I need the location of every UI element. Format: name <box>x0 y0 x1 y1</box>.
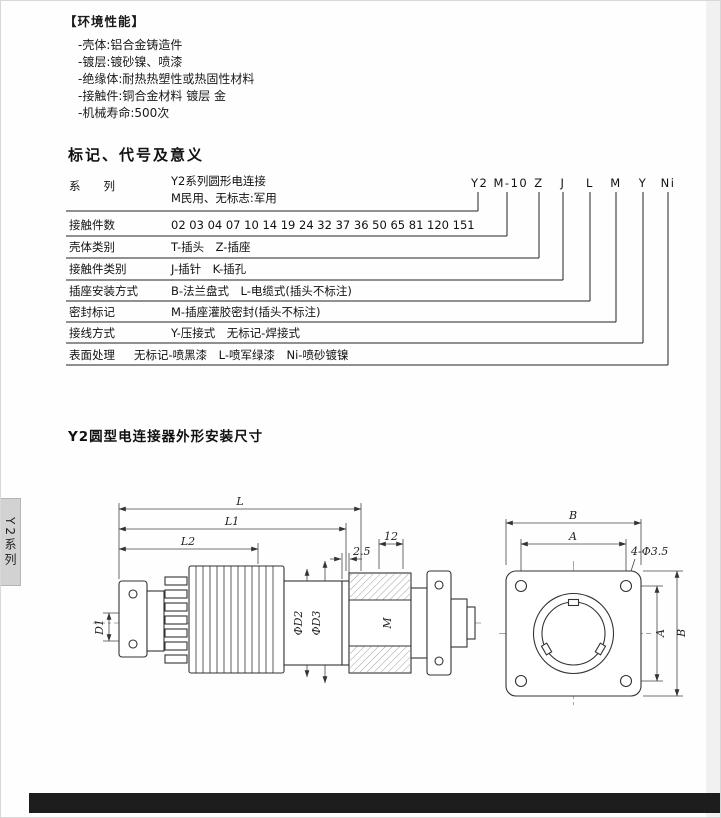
part-code-shell: Z <box>534 176 543 190</box>
bayonet-lug <box>540 642 553 656</box>
barrel-ribs <box>195 566 274 673</box>
dim-label-A-side: A <box>654 629 667 638</box>
environment-list: -壳体:铝合金铸造件 -镀层:镀砂镍、喷漆 -绝缘体:耐热热塑性或热固性材料 -… <box>78 37 254 122</box>
mount-hole <box>619 674 633 688</box>
dim-label-D3: ΦD3 <box>310 611 323 636</box>
series-side-tab: Y2系列 <box>1 498 21 586</box>
mount-hole <box>514 579 528 593</box>
page-edge-strip <box>706 1 720 817</box>
dim-label-B-side: B <box>675 629 688 638</box>
dim-label-L2: L2 <box>180 535 195 548</box>
env-item: -绝缘体:耐热热塑性或热固性材料 <box>78 72 255 86</box>
part-code-finish: Ni <box>661 176 676 190</box>
bayonet-lug <box>594 642 607 656</box>
gasket <box>341 580 350 666</box>
cable-neck <box>146 590 165 652</box>
marking-section-title: 标记、代号及意义 <box>68 146 205 164</box>
dim-label-D1: D1 <box>93 619 106 636</box>
row-content: Y-压接式 无标记-焊接式 <box>170 326 300 340</box>
env-item: -镀层:镀砂镍、喷漆 <box>78 55 183 69</box>
mid-shell <box>283 580 343 666</box>
rear-tail <box>466 606 476 640</box>
row-label: 接触件类别 <box>69 262 127 276</box>
table-rules <box>66 192 669 366</box>
dim-label-gap: 2.5 <box>352 545 371 558</box>
dim-label-L: L <box>235 495 243 508</box>
row-content: T-插头 Z-插座 <box>170 240 250 254</box>
dim-label-mount-holes: 4-Φ3.5 <box>630 545 668 558</box>
insert-circle <box>541 601 606 666</box>
dim-label-12: 12 <box>384 530 398 543</box>
row-label: 接线方式 <box>69 326 115 340</box>
dim-label-D2: ΦD2 <box>292 611 305 636</box>
flange-hole <box>128 589 138 599</box>
part-code-series: Y2 M-10 <box>470 176 528 190</box>
rear-neck <box>410 587 428 659</box>
marking-code-table: Y2 M-10 Z J L M Y Ni 系 列 Y2系列圆形电连接 M民用、无… <box>66 174 676 366</box>
row-label: 接触件数 <box>69 218 115 232</box>
part-code-contact: J <box>560 176 566 190</box>
env-item: -壳体:铝合金铸造件 <box>78 38 183 52</box>
row-content: B-法兰盘式 L-电缆式(插头不标注) <box>171 284 352 298</box>
row-content: M民用、无标志:军用 <box>171 191 277 205</box>
footer-bar <box>29 793 720 813</box>
row-label: 系 列 <box>69 179 115 193</box>
environment-section: 【环境性能】 -壳体:铝合金铸造件 -镀层:镀砂镍、喷漆 -绝缘体:耐热热塑性或… <box>64 11 254 122</box>
row-content: Y2系列圆形电连接 <box>170 174 266 188</box>
part-code-mount: L <box>586 176 594 190</box>
mount-hole <box>619 579 633 593</box>
row-label: 插座安装方式 <box>69 284 138 298</box>
row-content: M-插座灌胶密封(插头不标注) <box>171 305 321 319</box>
env-item: -接触件:铜合金材料 镀层 金 <box>78 89 227 103</box>
flange-hole <box>434 656 444 666</box>
drawing-section-title: Y2圆型电连接器外形安装尺寸 <box>68 429 264 445</box>
part-code-wire: Y <box>638 176 648 190</box>
row-label: 壳体类别 <box>69 240 115 254</box>
bayonet-lug <box>567 598 580 607</box>
environment-title: 【环境性能】 <box>64 14 146 29</box>
connector-front-view <box>505 570 642 697</box>
dim-label-M: M <box>381 617 394 630</box>
rear-body <box>450 598 468 648</box>
connector-side-view <box>118 565 476 676</box>
row-content: 02 03 04 07 10 14 19 24 32 37 36 50 65 8… <box>171 218 475 232</box>
dim-label-L1: L1 <box>224 515 239 528</box>
dim-label-B-top: B <box>568 509 577 522</box>
row-label: 密封标记 <box>69 305 115 319</box>
dim-label-A-top: A <box>568 530 577 543</box>
row-content: 无标记-喷黑漆 L-喷军绿漆 Ni-喷砂镀镍 <box>134 348 348 362</box>
row-label: 表面处理 <box>69 348 115 362</box>
cable-clamp-serrations <box>164 576 188 664</box>
mount-hole <box>514 674 528 688</box>
section-hatch <box>350 646 410 672</box>
flange-hole <box>128 639 138 649</box>
flange-hole <box>434 580 444 590</box>
connector-dimension-drawing: L L1 L2 D1 ΦD2 ΦD3 2.5 12 M B A A B 4-Φ3… <box>93 495 688 706</box>
row-content: J-插针 K-插孔 <box>170 262 247 276</box>
part-code-seal: M <box>610 176 621 190</box>
section-hatch <box>350 574 410 600</box>
env-item: -机械寿命:500次 <box>78 106 170 120</box>
